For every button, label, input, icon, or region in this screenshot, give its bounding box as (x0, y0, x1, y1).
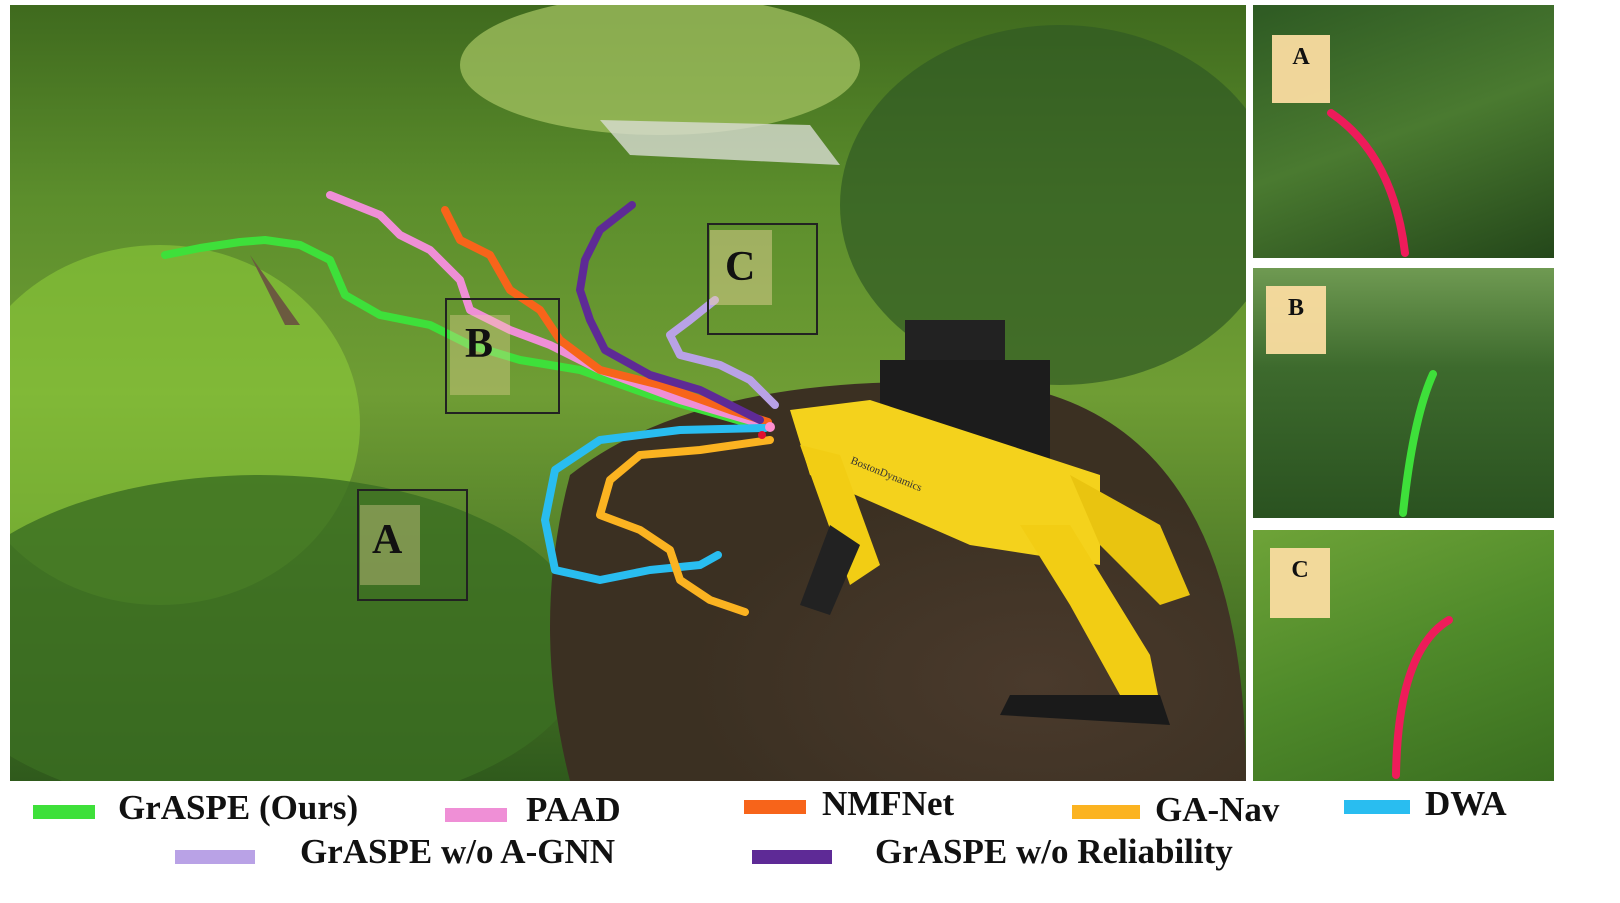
legend-label-graspe-no-reliability: GrASPE w/o Reliability (875, 832, 1233, 871)
inset-panel-b: B (1253, 268, 1554, 518)
scene-illustration: BostonDynamics A B C (10, 5, 1246, 781)
inset-label-c: C (1270, 548, 1330, 618)
region-label-a: A (372, 517, 403, 563)
legend-label-ganav: GA-Nav (1155, 790, 1280, 829)
region-label-b: B (465, 321, 493, 367)
inset-panel-c: C (1253, 530, 1554, 781)
trajectory-graspe-no-reliability (576, 201, 764, 424)
region-box-b (445, 298, 560, 414)
trajectory-ganav (596, 436, 774, 616)
legend-swatch-paad (445, 808, 507, 822)
legend-label-dwa: DWA (1425, 784, 1507, 823)
inset-label-b: B (1266, 286, 1326, 354)
legend-swatch-dwa (1344, 800, 1410, 814)
legend-swatch-graspe-no-agnn (175, 850, 255, 864)
trajectory-graspe (161, 236, 769, 432)
legend-label-graspe-no-agnn: GrASPE w/o A-GNN (300, 832, 615, 871)
legend-swatch-ganav (1072, 805, 1140, 819)
legend-swatch-nmfnet (744, 800, 806, 814)
inset-trajectory-a (1327, 109, 1409, 257)
inset-trajectory-c (1392, 616, 1453, 779)
legend-swatch-graspe-no-reliability (752, 850, 832, 864)
inset-panel-a: A (1253, 5, 1554, 258)
region-box-a (357, 489, 468, 601)
legend-label-nmfnet: NMFNet (822, 784, 955, 823)
robot: BostonDynamics (790, 320, 1190, 725)
region-box-c (707, 223, 818, 335)
legend-swatch-graspe (33, 805, 95, 819)
inset-label-a: A (1272, 35, 1330, 103)
scene-photo: BostonDynamics A B C (10, 5, 1246, 781)
legend-label-graspe: GrASPE (Ours) (118, 788, 359, 827)
trajectory-nmfnet (441, 206, 772, 426)
trajectory-graspe-no-agnn (666, 296, 779, 409)
legend-label-paad: PAAD (526, 790, 621, 829)
region-label-c: C (725, 244, 755, 290)
inset-trajectory-b (1399, 370, 1437, 517)
